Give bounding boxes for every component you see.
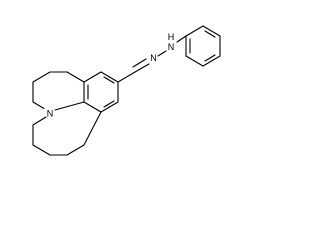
bond-benzene-1 xyxy=(83,71,102,83)
bond-lower-ring-6 xyxy=(83,111,102,146)
bond-upper-ring-5 xyxy=(32,101,45,110)
bond-lower-ring-1 xyxy=(32,116,47,126)
bond-phenyl-2 xyxy=(202,25,221,37)
hydrazone-n1-label: N xyxy=(150,53,157,63)
ring-nitrogen-label: N xyxy=(47,109,54,119)
bond-n-n xyxy=(157,50,167,57)
bond-nh-phenyl xyxy=(176,35,187,43)
bond-upper-ring-3 xyxy=(32,71,51,83)
bond-phenyl-1 xyxy=(185,25,204,37)
bond-c-n-double-b xyxy=(132,58,147,68)
bonds xyxy=(32,25,221,156)
bond-phenyl-5 xyxy=(185,55,204,67)
bond-c-n-double-a xyxy=(134,63,150,73)
bond-lower-ring-3 xyxy=(32,144,51,156)
bond-lower-ring-5 xyxy=(66,144,85,156)
hydrazone-n2-label: N xyxy=(168,42,175,52)
bond-benzene-4 xyxy=(100,101,119,113)
bond-benzene-double-1 xyxy=(103,76,115,84)
bond-benzene-5 xyxy=(83,101,102,113)
atom-labels: N N N H xyxy=(47,32,175,119)
hydrazone-h-label: H xyxy=(168,32,175,42)
bond-phenyl-4 xyxy=(202,55,221,67)
bond-benzene-double-2 xyxy=(103,100,115,108)
bond-phenyl-double-1 xyxy=(204,30,216,38)
bond-phenyl-double-2 xyxy=(204,54,216,62)
bond-upper-ring-1 xyxy=(66,71,85,83)
bond-ring-ch xyxy=(117,71,136,83)
bond-benzene-2 xyxy=(100,71,119,83)
bond-n-benzene xyxy=(54,101,85,111)
chemical-structure: N N N H xyxy=(32,25,221,156)
